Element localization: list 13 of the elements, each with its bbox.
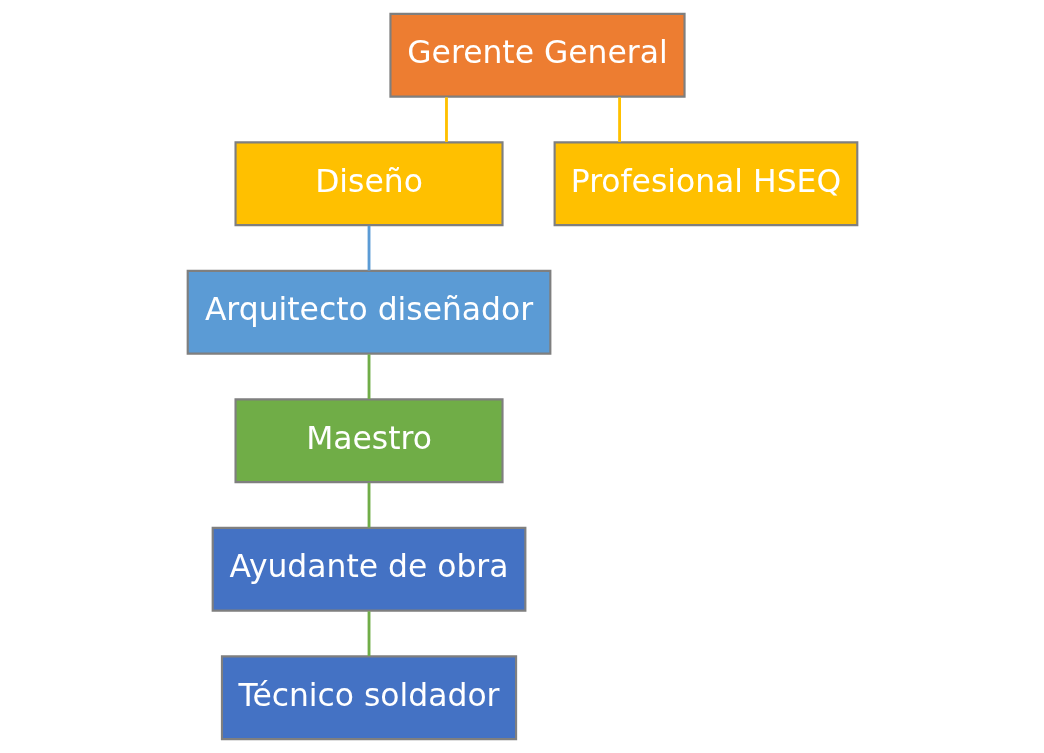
node-box: Diseño [233, 141, 504, 227]
connector [367, 225, 370, 271]
connector [367, 354, 370, 399]
node-box: Técnico soldador [220, 655, 517, 741]
node-box: Maestro [233, 398, 504, 484]
node-box: Ayudante de obra [211, 526, 526, 612]
node-box: Arquitecto diseñador [186, 269, 551, 355]
node-box: Gerente General [388, 12, 686, 98]
connector [367, 482, 370, 528]
connector [367, 611, 370, 656]
node-box: Profesional HSEQ [553, 141, 858, 227]
connector [617, 97, 621, 143]
connector [444, 97, 448, 143]
